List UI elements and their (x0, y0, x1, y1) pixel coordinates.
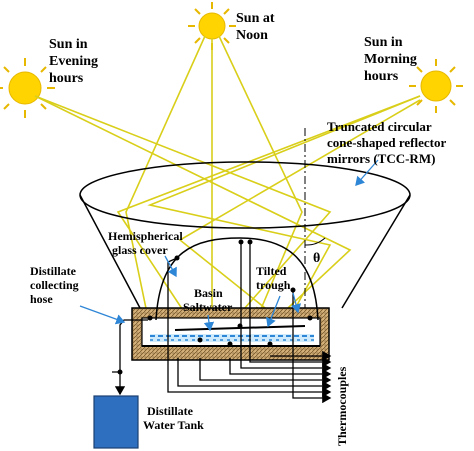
cone-reflector (79, 161, 411, 309)
theta-arc (304, 237, 326, 246)
saltwater-layer (150, 334, 314, 342)
label-sun-noon-line2: Noon (236, 28, 268, 43)
basin-still (131, 307, 330, 361)
label-reflector-line1: Truncated circular (327, 119, 432, 134)
label-saltwater: Saltwater (183, 300, 233, 314)
label-sun-morning-line1: Sun in (364, 35, 403, 50)
label-hose-line3: hose (30, 292, 53, 306)
distillate-hose (112, 319, 148, 396)
theta-label: θ (313, 251, 320, 266)
label-sun-noon-line1: Sun at (236, 11, 275, 26)
label-sun-morning-line2: Morning (364, 52, 417, 67)
distillate-water-tank (93, 395, 139, 449)
label-trough-line1: Tilted (256, 264, 287, 278)
label-sun-evening-line2: Evening (49, 54, 98, 69)
label-sun-evening-line3: hours (49, 71, 84, 86)
label-sun-evening-line1: Sun in (49, 37, 88, 52)
label-basin: Basin (194, 286, 223, 300)
thermocouple-wires (147, 239, 332, 404)
sun-evening-icon (0, 58, 55, 118)
label-glass-line2: glass cover (112, 243, 168, 257)
label-sun-morning-line3: hours (364, 69, 399, 84)
label-glass-line1: Hemispherical (108, 229, 183, 243)
label-tank-line2: Water Tank (143, 418, 204, 432)
label-tank-line1: Distillate (147, 404, 194, 418)
hemispherical-glass-cover (155, 237, 319, 321)
light-rays (34, 35, 421, 338)
label-hose-line2: collecting (30, 278, 79, 292)
label-hose-line1: Distillate (30, 264, 77, 278)
label-reflector-line3: mirrors (TCC-RM) (327, 151, 435, 166)
annotation-arrows (79, 159, 379, 332)
label-trough-line2: trough (256, 278, 291, 292)
label-reflector-line2: cone-shaped reflector (327, 135, 446, 150)
sun-morning-icon (409, 59, 463, 113)
label-thermocouples: Thermocouples (335, 366, 349, 446)
